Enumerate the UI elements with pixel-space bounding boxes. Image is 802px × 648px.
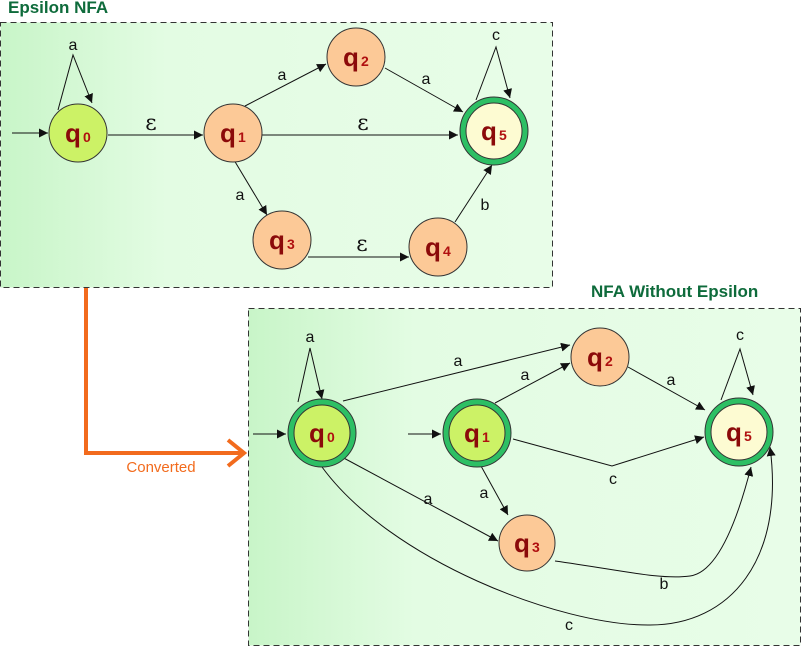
edge-q1-q3 — [233, 159, 268, 216]
eps-state-q0: q 0 — [48, 103, 108, 163]
edge-q2-q5 — [384, 67, 464, 113]
state-subscript: 3 — [287, 236, 295, 252]
state-name: q — [343, 42, 359, 72]
label-q1-q5: c — [609, 471, 617, 488]
nfa-state-q0: q 0 — [287, 398, 357, 468]
edge-q1-q5 — [512, 435, 705, 467]
edge-q3-q5 — [554, 466, 754, 578]
label-q1-q3: a — [480, 485, 489, 502]
state-name: q — [65, 118, 81, 148]
nfa-without-epsilon-panel — [248, 308, 801, 646]
eps-state-q5: q 5 — [459, 96, 529, 166]
edge-q2-q5 — [627, 366, 706, 411]
label-q1-q2: a — [521, 367, 530, 384]
label-q4-q5: b — [481, 197, 490, 214]
state-name: q — [220, 118, 236, 148]
label-q0-q0: a — [69, 37, 78, 54]
label-q0-q3: a — [424, 491, 433, 508]
edge-q0-q0 — [297, 347, 325, 403]
label-q5-q5: c — [736, 327, 744, 344]
state-name: q — [464, 418, 480, 448]
label-q0-q2: a — [454, 353, 463, 370]
label-q1-q5: ε — [357, 111, 368, 136]
label-q0-q0: a — [306, 329, 315, 346]
state-name: q — [269, 225, 285, 255]
state-subscript: 5 — [499, 127, 507, 143]
state-subscript: 2 — [361, 53, 369, 69]
label-q0-q1: ε — [145, 111, 156, 136]
nfa-state-q3: q 3 — [498, 514, 556, 572]
edge-q0-q2 — [342, 342, 571, 402]
edge-q1-q2 — [244, 63, 327, 107]
eps-state-q3: q 3 — [252, 210, 312, 270]
state-subscript: 1 — [238, 129, 246, 145]
state-subscript: 5 — [744, 428, 752, 444]
state-name: q — [514, 528, 530, 558]
edge-q1-q2 — [494, 362, 571, 404]
edge-q5-q5 — [720, 347, 755, 401]
nfa-without-epsilon-title: NFA Without Epsilon — [591, 282, 759, 301]
nfa-state-q2: q 2 — [570, 327, 630, 387]
epsilon-nfa-edge-labels: a ε a ε a a ε b c — [69, 27, 500, 257]
edge-q5-q5 — [475, 45, 512, 101]
state-name: q — [587, 342, 603, 372]
edge-q0-q5 — [321, 446, 776, 626]
state-subscript: 4 — [443, 243, 451, 259]
edge-q1-q3 — [480, 465, 509, 516]
state-subscript: 0 — [327, 429, 335, 445]
nfa-edge-labels: a a a c a a c a b c — [306, 327, 744, 634]
epsilon-nfa-edges — [12, 45, 512, 262]
state-subscript: 2 — [605, 353, 613, 369]
convert-arrow — [84, 288, 248, 468]
label-q3-q5: b — [660, 576, 669, 593]
edge-q4-q5 — [454, 164, 493, 223]
nfa-state-q5: q 5 — [704, 397, 774, 467]
epsilon-nfa-title: Epsilon NFA — [8, 0, 109, 17]
nfa-state-q1: q 1 — [442, 398, 512, 468]
converted-label: Converted — [126, 459, 195, 476]
label-q0-q5: c — [565, 617, 573, 634]
state-subscript: 3 — [532, 539, 540, 555]
eps-state-q1: q 1 — [203, 103, 263, 163]
label-q3-q4: ε — [356, 232, 367, 257]
eps-state-q4: q 4 — [408, 217, 468, 277]
state-subscript: 1 — [482, 429, 490, 445]
state-subscript: 0 — [83, 129, 91, 145]
eps-state-q2: q 2 — [326, 27, 386, 87]
label-q1-q2: a — [278, 67, 287, 84]
label-q2-q5: a — [422, 71, 431, 88]
nfa-edges — [253, 342, 776, 626]
label-q2-q5: a — [667, 372, 676, 389]
state-name: q — [481, 116, 497, 146]
label-q5-q5: c — [492, 27, 500, 44]
label-q1-q3: a — [236, 187, 245, 204]
state-name: q — [425, 232, 441, 262]
state-name: q — [309, 418, 325, 448]
state-name: q — [726, 417, 742, 447]
edge-q0-q3 — [339, 455, 499, 542]
edge-q0-q0 — [57, 53, 93, 111]
